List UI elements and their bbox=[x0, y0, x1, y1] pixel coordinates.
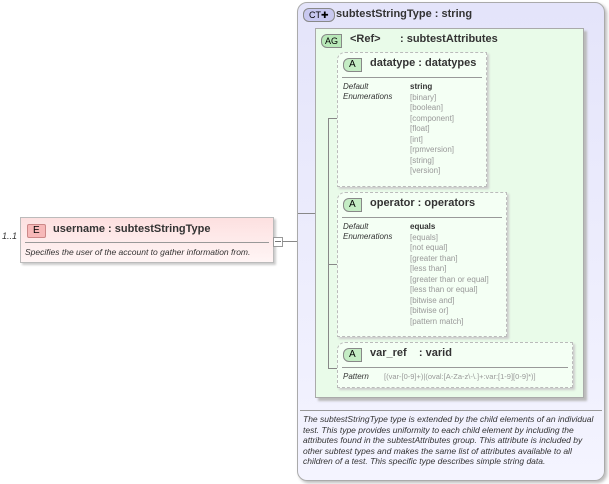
pattern-label: Pattern bbox=[343, 372, 369, 381]
enum-value: [less than or equal] bbox=[410, 285, 478, 294]
element-username[interactable]: E username : subtestStringType Specifies… bbox=[20, 217, 274, 263]
attribute-badge: A bbox=[343, 348, 362, 362]
enum-value: [version] bbox=[410, 166, 441, 175]
attribute-group-badge: AG bbox=[321, 34, 343, 48]
enum-value: [equals] bbox=[410, 232, 439, 242]
collapse-toggle[interactable] bbox=[273, 237, 283, 247]
complex-type-badge: CT✚ bbox=[303, 8, 335, 22]
attribute-title: datatype : datatypes bbox=[370, 57, 477, 69]
element-description: Specifies the user of the account to gat… bbox=[25, 247, 251, 257]
enum-value: [greater than or equal] bbox=[410, 274, 489, 284]
enum-value: [less than] bbox=[410, 264, 447, 273]
default-value: string bbox=[410, 82, 433, 91]
attribute-datatype[interactable]: A datatype : datatypes Default Enumerati… bbox=[337, 52, 487, 187]
attribute-title: var_ref : varid bbox=[370, 347, 452, 359]
attribute-var-ref[interactable]: A var_ref : varid Pattern [(var-[0-9]+)|… bbox=[337, 342, 573, 388]
attribute-operator[interactable]: A operator : operators Default Enumerati… bbox=[337, 192, 507, 337]
enumerations-label: Enumerations bbox=[343, 92, 393, 101]
element-title: username : subtestStringType bbox=[53, 223, 211, 235]
attribute-badge: A bbox=[343, 198, 362, 212]
enum-value: [string] bbox=[410, 155, 435, 165]
complex-type-description: The subtestStringType type is extended b… bbox=[303, 414, 594, 466]
attribute-badge: A bbox=[343, 58, 362, 72]
attribute-group-name: : subtestAttributes bbox=[400, 33, 498, 45]
attribute-group-ref: <Ref> bbox=[350, 33, 381, 45]
enum-value: [bitwise and] bbox=[410, 295, 455, 305]
pattern-value: [(var-[0-9]+)|(oval:[A-Za-z\-\.]+:var:[1… bbox=[384, 372, 536, 381]
enum-value: [greater than] bbox=[410, 253, 458, 263]
enum-value: [pattern match] bbox=[410, 316, 464, 326]
enum-value: [rpmversion] bbox=[410, 145, 455, 154]
enumerations-label: Enumerations bbox=[343, 232, 393, 241]
enum-value: [float] bbox=[410, 124, 430, 133]
element-badge: E bbox=[27, 224, 46, 238]
enum-value: [int] bbox=[410, 134, 423, 144]
enum-value: [boolean] bbox=[410, 103, 443, 112]
enum-value: [binary] bbox=[410, 92, 437, 102]
enum-value: [component] bbox=[410, 113, 455, 123]
default-value: equals bbox=[410, 222, 436, 231]
occurrence-label: 1..1 bbox=[2, 231, 18, 241]
default-label: Default bbox=[343, 82, 369, 91]
enum-value: [bitwise or] bbox=[410, 306, 449, 315]
complex-type-title: subtestStringType : string bbox=[336, 8, 473, 20]
enum-value: [not equal] bbox=[410, 243, 448, 252]
default-label: Default bbox=[343, 222, 369, 231]
attribute-title: operator : operators bbox=[370, 197, 476, 209]
